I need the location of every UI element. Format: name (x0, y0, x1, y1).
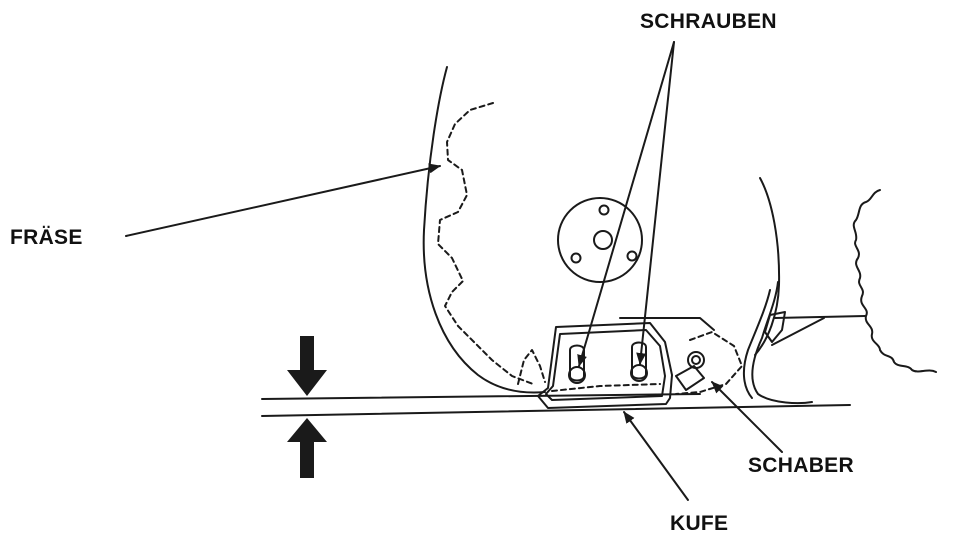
skid-bracket-inner (545, 329, 666, 401)
hub-hole-3 (626, 250, 638, 262)
tine-lower-dashed (517, 349, 546, 385)
hub-hole-2 (570, 252, 582, 264)
scraper-spring (751, 281, 813, 404)
leader-schrauben-1 (577, 41, 675, 367)
skid-bracket (537, 322, 673, 409)
bolt-slot-1 (569, 344, 585, 382)
tine-outline (422, 66, 546, 394)
height-arrow-up (287, 418, 327, 478)
right-tine-arc (754, 177, 781, 356)
leader-schrauben-2 (636, 41, 675, 365)
bolt-slot-2 (631, 341, 647, 380)
scraper-spring-inner (742, 289, 771, 399)
bolt-3 (687, 351, 705, 369)
bolt-2 (630, 364, 648, 382)
ground-line-upper (261, 393, 701, 400)
plate-top (619, 317, 715, 331)
ground-line-lower (261, 404, 851, 417)
label-schaber: SCHABER (748, 454, 854, 477)
scraper-dashed-inner (551, 383, 661, 392)
height-arrow-down (287, 336, 327, 396)
scraper-dashed (675, 331, 743, 395)
hub-disc (557, 197, 643, 283)
label-schrauben: SCHRAUBEN (640, 10, 777, 33)
hub-center (593, 230, 613, 250)
bolt-3-inner (691, 355, 701, 365)
tine-blade-dashed (437, 102, 534, 385)
frame-rail-upper (774, 315, 866, 319)
label-fraese: FRÄSE (10, 226, 83, 249)
leader-schaber (711, 381, 783, 453)
bolt-1 (568, 366, 586, 384)
label-kufe: KUFE (670, 512, 729, 535)
frame-rail-lower (771, 317, 825, 346)
leader-kufe (623, 411, 689, 501)
hub-hole-1 (598, 204, 610, 216)
wavy-cut-edge (852, 189, 937, 373)
scraper-tab (675, 365, 705, 391)
leader-fraese (125, 163, 441, 237)
